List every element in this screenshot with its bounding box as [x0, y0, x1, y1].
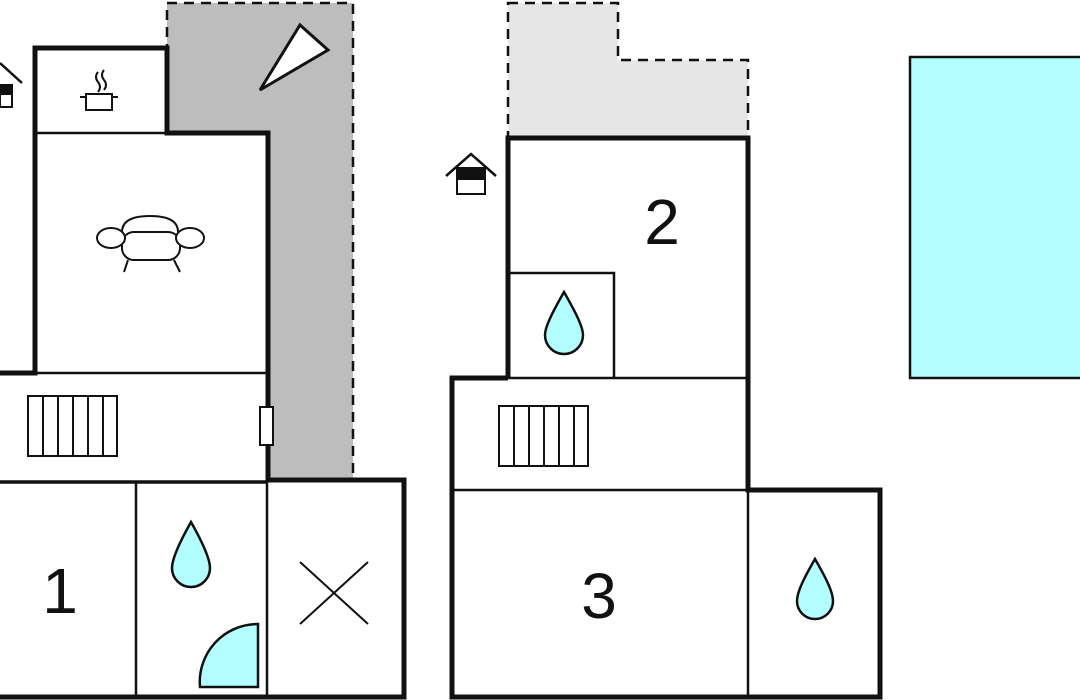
house-icon — [0, 62, 23, 108]
window — [259, 406, 274, 446]
room-number-1: 1 — [42, 555, 78, 627]
house-icon — [445, 152, 497, 195]
cooking-pot-icon — [80, 69, 118, 111]
radiator-icon — [27, 395, 118, 457]
shower-icon — [198, 622, 260, 689]
swimming-pool — [908, 55, 1080, 380]
room-number-3: 3 — [581, 560, 617, 632]
water-drop-icon — [543, 289, 585, 356]
water-drop-icon — [795, 556, 835, 621]
right-building — [449, 135, 883, 700]
water-drop-icon — [170, 519, 212, 589]
radiator-icon — [498, 405, 589, 467]
terrace-light — [506, 1, 750, 140]
room-number-2: 2 — [644, 186, 680, 258]
compass-icon — [258, 22, 331, 92]
sofa-icon — [96, 214, 205, 273]
cross-mark — [299, 561, 369, 625]
left-building — [0, 45, 407, 700]
